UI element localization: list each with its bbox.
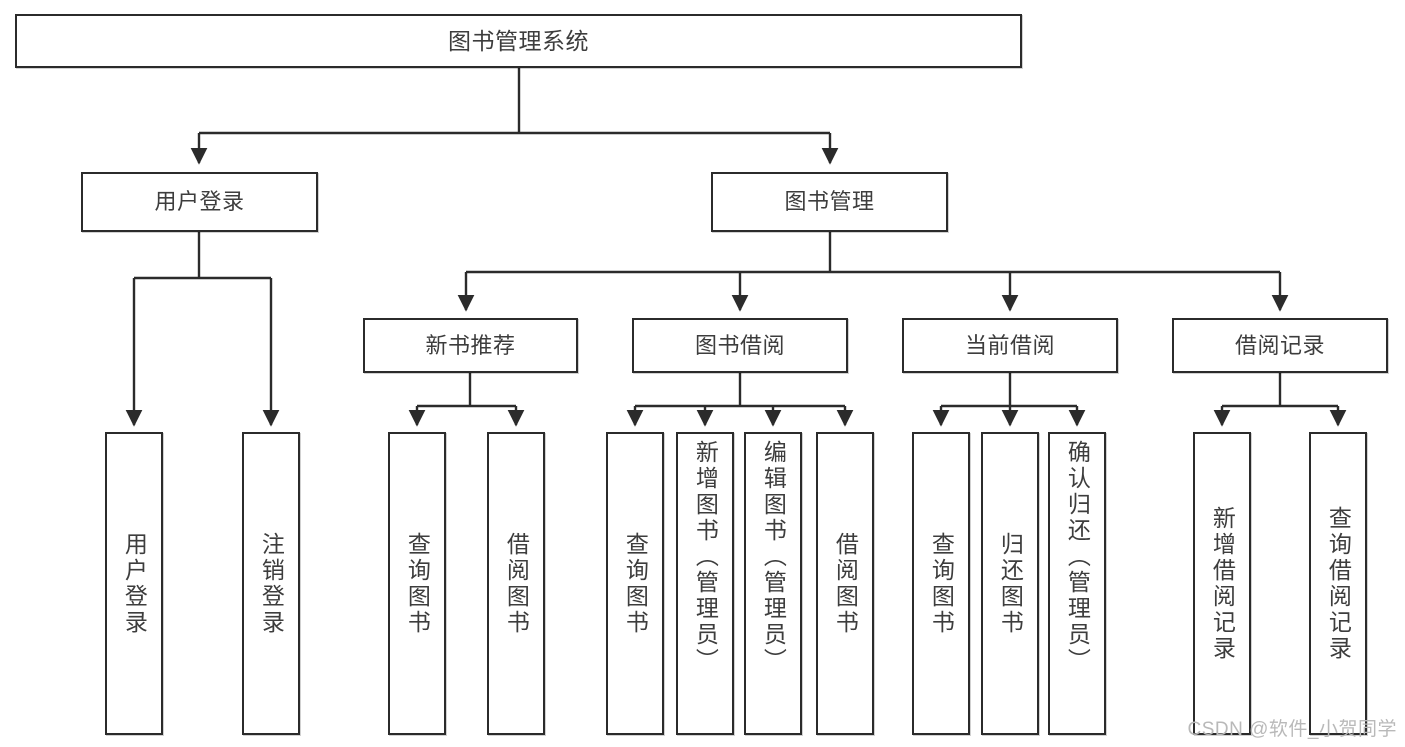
node-leaf-bb-add-label: 新增图书（管理员） — [692, 440, 719, 674]
node-leaf-user-logout[interactable]: 注销登录 — [242, 432, 300, 735]
node-new-book-recommend-label: 新书推荐 — [425, 332, 516, 358]
node-leaf-bb-add[interactable]: 新增图书（管理员） — [676, 432, 734, 735]
node-leaf-br-query-label: 查询借阅记录 — [1325, 505, 1352, 662]
node-leaf-bb-query-label: 查询图书 — [622, 531, 649, 636]
node-leaf-bb-borrow-label: 借阅图书 — [832, 531, 859, 636]
node-book-borrow[interactable]: 图书借阅 — [632, 318, 848, 373]
node-root-label: 图书管理系统 — [448, 27, 589, 54]
node-leaf-nb-borrow-label: 借阅图书 — [503, 531, 530, 636]
node-borrow-records-label: 借阅记录 — [1234, 332, 1325, 358]
node-leaf-nb-borrow[interactable]: 借阅图书 — [487, 432, 545, 735]
node-leaf-bb-borrow[interactable]: 借阅图书 — [816, 432, 874, 735]
node-leaf-cb-return[interactable]: 归还图书 — [981, 432, 1039, 735]
node-leaf-bb-edit[interactable]: 编辑图书（管理员） — [744, 432, 802, 735]
node-leaf-user-login[interactable]: 用户登录 — [105, 432, 163, 735]
node-current-borrow[interactable]: 当前借阅 — [902, 318, 1118, 373]
node-user-login[interactable]: 用户登录 — [81, 172, 318, 232]
node-leaf-user-login-label: 用户登录 — [121, 531, 148, 636]
node-leaf-user-logout-label: 注销登录 — [258, 531, 285, 636]
node-leaf-nb-query-label: 查询图书 — [404, 531, 431, 636]
node-leaf-cb-return-label: 归还图书 — [997, 531, 1024, 636]
node-book-management-label: 图书管理 — [784, 189, 875, 215]
node-borrow-records[interactable]: 借阅记录 — [1172, 318, 1388, 373]
node-leaf-br-query[interactable]: 查询借阅记录 — [1309, 432, 1367, 735]
node-root-book-management-system[interactable]: 图书管理系统 — [15, 14, 1022, 68]
node-user-login-label: 用户登录 — [154, 189, 245, 215]
node-leaf-bb-query[interactable]: 查询图书 — [606, 432, 664, 735]
node-leaf-nb-query[interactable]: 查询图书 — [388, 432, 446, 735]
node-book-borrow-label: 图书借阅 — [694, 332, 785, 358]
node-leaf-br-add[interactable]: 新增借阅记录 — [1193, 432, 1251, 735]
node-leaf-bb-edit-label: 编辑图书（管理员） — [760, 440, 787, 674]
node-leaf-cb-confirm[interactable]: 确认归还（管理员） — [1048, 432, 1106, 735]
node-leaf-cb-query-label: 查询图书 — [928, 531, 955, 636]
node-leaf-cb-query[interactable]: 查询图书 — [912, 432, 970, 735]
node-leaf-br-add-label: 新增借阅记录 — [1209, 505, 1236, 662]
csdn-watermark: CSDN @软件_小贺同学 — [1187, 719, 1397, 740]
node-current-borrow-label: 当前借阅 — [964, 332, 1055, 358]
node-book-management[interactable]: 图书管理 — [711, 172, 948, 232]
node-leaf-cb-confirm-label: 确认归还（管理员） — [1064, 440, 1091, 674]
node-new-book-recommend[interactable]: 新书推荐 — [363, 318, 578, 373]
